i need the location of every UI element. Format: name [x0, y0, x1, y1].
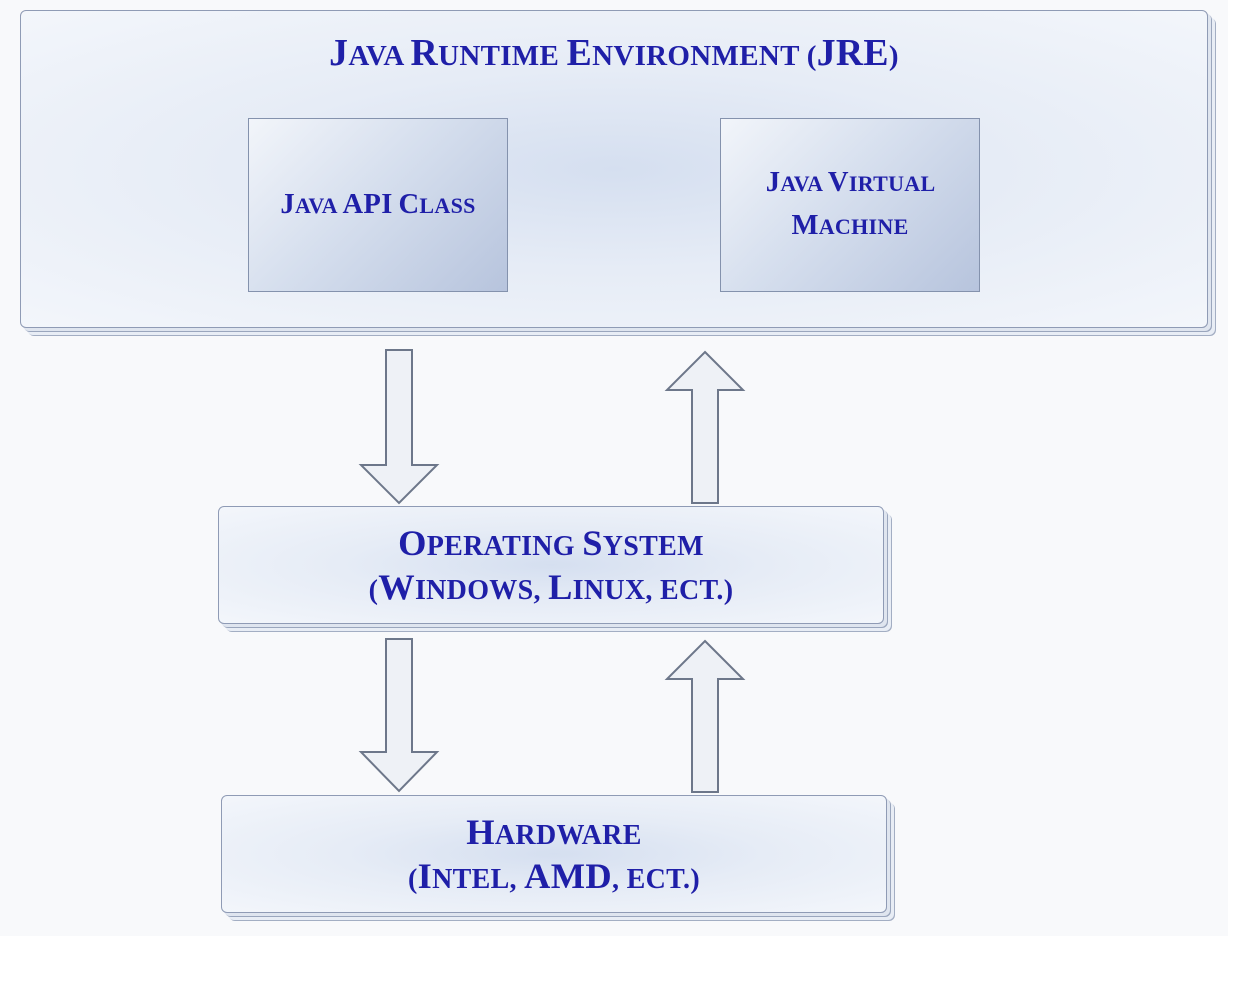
operating-system-layer: Operating System (Windows, Linux, ect.) — [218, 506, 884, 624]
java-virtual-machine-box: Java Virtual Machine — [720, 118, 980, 292]
java-api-class-label: Java API Class — [280, 188, 476, 220]
java-api-class-box: Java API Class — [248, 118, 508, 292]
diagram-canvas: Java Runtime Environment (JRE) Java API … — [20, 10, 1208, 913]
arrow-down-os-to-hardware — [358, 638, 440, 793]
operating-system-examples: (Windows, Linux, ect.) — [368, 567, 734, 607]
jre-layer: Java Runtime Environment (JRE) Java API … — [20, 10, 1208, 328]
hardware-layer: Hardware (Intel, AMD, ect.) — [221, 795, 887, 913]
hardware-title: Hardware — [466, 811, 642, 852]
arrow-down-jre-to-os — [358, 349, 440, 505]
java-virtual-machine-label: Java Virtual Machine — [765, 167, 935, 241]
jre-title: Java Runtime Environment (JRE) — [329, 32, 899, 74]
operating-system-title: Operating System — [398, 522, 704, 563]
arrow-up-hardware-to-os — [664, 639, 746, 793]
hardware-examples: (Intel, AMD, ect.) — [408, 856, 700, 896]
arrow-up-os-to-jre — [664, 350, 746, 504]
